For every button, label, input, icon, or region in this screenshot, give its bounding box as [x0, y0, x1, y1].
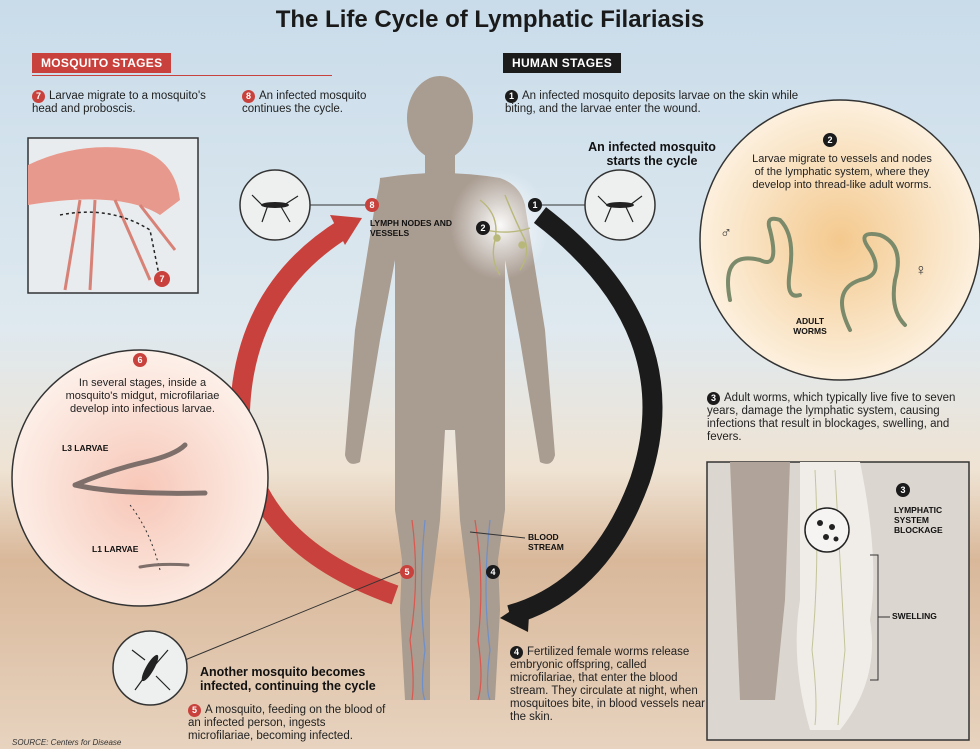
mosquito-head-inset: 7 [27, 137, 199, 294]
page-title: The Life Cycle of Lymphatic Filariasis [275, 6, 705, 33]
swelling-label: SWELLING [892, 611, 937, 621]
l1-larvae-label: L1 LARVAE [92, 544, 139, 554]
svg-text:6: 6 [137, 355, 142, 365]
step-2-note: Larvae migrate to vessels and nodes of t… [752, 153, 932, 191]
human-figure [345, 76, 555, 700]
figure-markers: 8 1 2 5 4 [365, 198, 542, 579]
svg-text:4: 4 [490, 567, 495, 577]
mosquito-circle-1 [584, 169, 656, 241]
leg-blood-vessels [409, 519, 491, 701]
l3-larvae-label: L3 LARVAE [62, 443, 109, 453]
svg-text:1: 1 [532, 200, 537, 210]
mosquito-circle-8 [239, 169, 311, 241]
start-heading: An infected mosquito starts the cycle [588, 140, 716, 168]
another-heading: Another mosquito becomes infected, conti… [200, 665, 376, 693]
adult-worms-circle: 2 [699, 99, 980, 381]
svg-text:2: 2 [827, 135, 832, 145]
mosquito-stages-rule [32, 75, 332, 76]
blood-stream-label: BLOOD STREAM [528, 532, 564, 552]
female-symbol: ♀ [915, 262, 927, 279]
source-credit: SOURCE: Centers for Disease [12, 738, 122, 747]
svg-text:2: 2 [480, 223, 485, 233]
svg-text:3: 3 [900, 485, 905, 495]
svg-text:5: 5 [404, 567, 409, 577]
midgut-circle: 6 [11, 349, 269, 607]
blockage-label: LYMPHATIC SYSTEM BLOCKAGE [894, 505, 943, 535]
step-6-note: In several stages, inside a mosquito's m… [65, 377, 220, 415]
lymph-vessels [479, 194, 531, 276]
human-stages-tag: HUMAN STAGES [503, 53, 622, 73]
cycle-arrow-human [507, 207, 663, 625]
svg-text:8: 8 [369, 200, 374, 210]
lymph-glow [450, 170, 550, 280]
mosquito-circle-5 [112, 630, 188, 706]
svg-text:7: 7 [159, 274, 164, 284]
adult-worms-label: ADULT WORMS [793, 316, 827, 336]
lymph-label: LYMPH NODES AND VESSELS [370, 218, 453, 238]
male-symbol: ♂ [720, 225, 732, 242]
mosquito-stages-tag: MOSQUITO STAGES [32, 53, 172, 73]
leg-inset: 3 [706, 461, 970, 741]
